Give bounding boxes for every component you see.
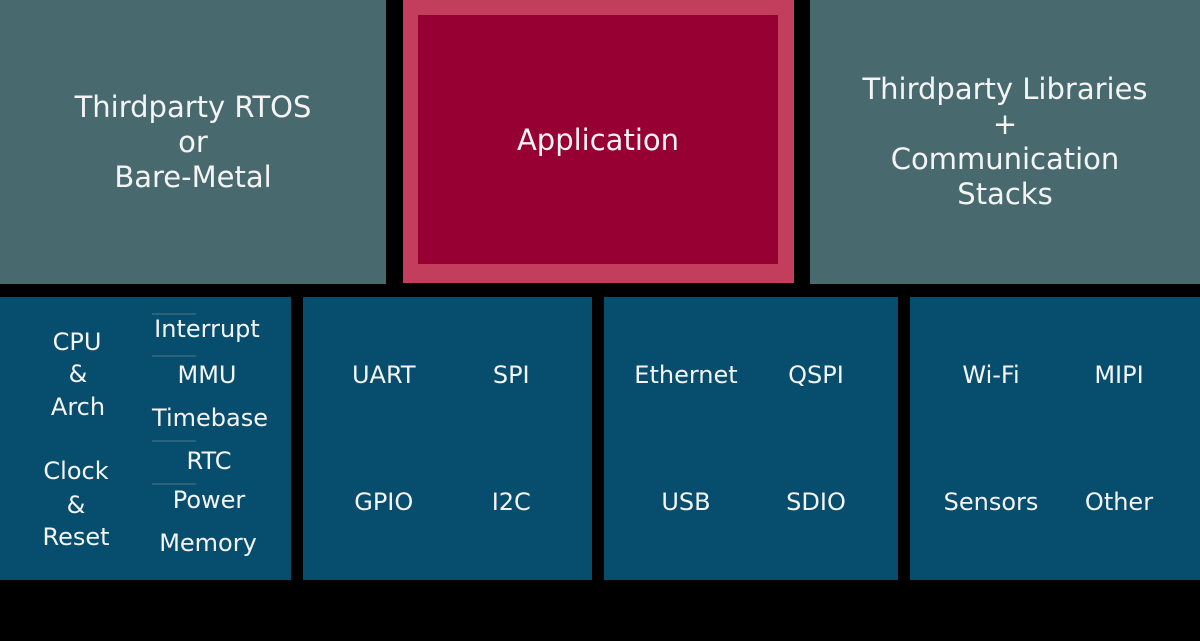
peripheral-label: I2C [491, 488, 531, 517]
libraries-label-line: + [992, 107, 1018, 141]
libraries-label-line: Thirdparty Libraries [862, 72, 1148, 106]
core-item-arch: Arch [50, 393, 106, 421]
peripheral-item-sdio: SDIO [751, 439, 881, 567]
io-peripherals-grid: UART SPI GPIO I2C [303, 297, 592, 580]
peripheral-label: SDIO [786, 488, 846, 517]
core-item-clock: Clock [43, 457, 109, 485]
peripheral-label: USB [661, 488, 711, 517]
libraries-label-line: Communication [890, 142, 1120, 176]
peripheral-label: Sensors [943, 488, 1039, 517]
rtos-label-line: Bare-Metal [114, 159, 272, 194]
peripheral-item-wifi: Wi-Fi [927, 311, 1055, 439]
application-box-frame: Application [403, 0, 794, 283]
core-item-rtc: RTC [186, 447, 232, 475]
peripheral-item-gpio: GPIO [320, 439, 448, 567]
core-item-mmu: MMU [177, 361, 237, 389]
rtos-box: Thirdparty RTOS or Bare-Metal [0, 0, 386, 284]
peripheral-item-spi: SPI [448, 311, 576, 439]
core-item-interrupt: Interrupt [154, 315, 260, 343]
rtos-box-label: Thirdparty RTOS or Bare-Metal [75, 90, 312, 195]
application-box: Application [418, 15, 778, 264]
separator-line [152, 440, 196, 442]
core-item-amp: & [68, 360, 88, 388]
connectivity-peripherals-grid: Ethernet QSPI USB SDIO [604, 297, 898, 580]
peripheral-item-sensors: Sensors [927, 439, 1055, 567]
separator-line [152, 313, 196, 315]
core-item-timebase: Timebase [152, 404, 268, 432]
rtos-label-line: or [178, 124, 208, 159]
core-item-memory: Memory [159, 529, 257, 557]
peripheral-item-i2c: I2C [448, 439, 576, 567]
io-peripherals-box: UART SPI GPIO I2C [303, 297, 592, 580]
peripheral-label: GPIO [354, 488, 414, 517]
misc-peripherals-box: Wi-Fi MIPI Sensors Other [910, 297, 1200, 580]
peripheral-item-uart: UART [320, 311, 448, 439]
peripheral-label: QSPI [788, 360, 844, 389]
peripheral-label: Ethernet [634, 360, 738, 389]
peripheral-item-ethernet: Ethernet [621, 311, 751, 439]
core-item-amp: & [66, 491, 86, 519]
application-label: Application [516, 122, 680, 157]
peripheral-label: Wi-Fi [962, 360, 1020, 389]
peripheral-label: UART [351, 360, 416, 389]
rtos-label-line: Thirdparty RTOS [74, 89, 312, 124]
libraries-label-line: Stacks [957, 177, 1053, 211]
peripheral-item-usb: USB [621, 439, 751, 567]
peripheral-item-mipi: MIPI [1055, 311, 1183, 439]
peripheral-label: Other [1084, 488, 1154, 517]
peripheral-label: MIPI [1094, 360, 1144, 389]
libraries-box: Thirdparty Libraries + Communication Sta… [810, 0, 1200, 284]
core-item-reset: Reset [42, 523, 110, 551]
core-arch-box: CPU & Arch Clock & Reset Interrupt MMU T… [0, 297, 291, 580]
connectivity-peripherals-box: Ethernet QSPI USB SDIO [604, 297, 898, 580]
separator-line [152, 483, 196, 485]
peripheral-item-qspi: QSPI [751, 311, 881, 439]
core-item-power: Power [172, 486, 246, 514]
misc-peripherals-grid: Wi-Fi MIPI Sensors Other [910, 297, 1200, 580]
libraries-box-label: Thirdparty Libraries + Communication Sta… [862, 72, 1147, 212]
peripheral-label: SPI [492, 360, 530, 389]
core-item-cpu: CPU [52, 328, 102, 356]
peripheral-item-other: Other [1055, 439, 1183, 567]
separator-line [152, 355, 196, 357]
